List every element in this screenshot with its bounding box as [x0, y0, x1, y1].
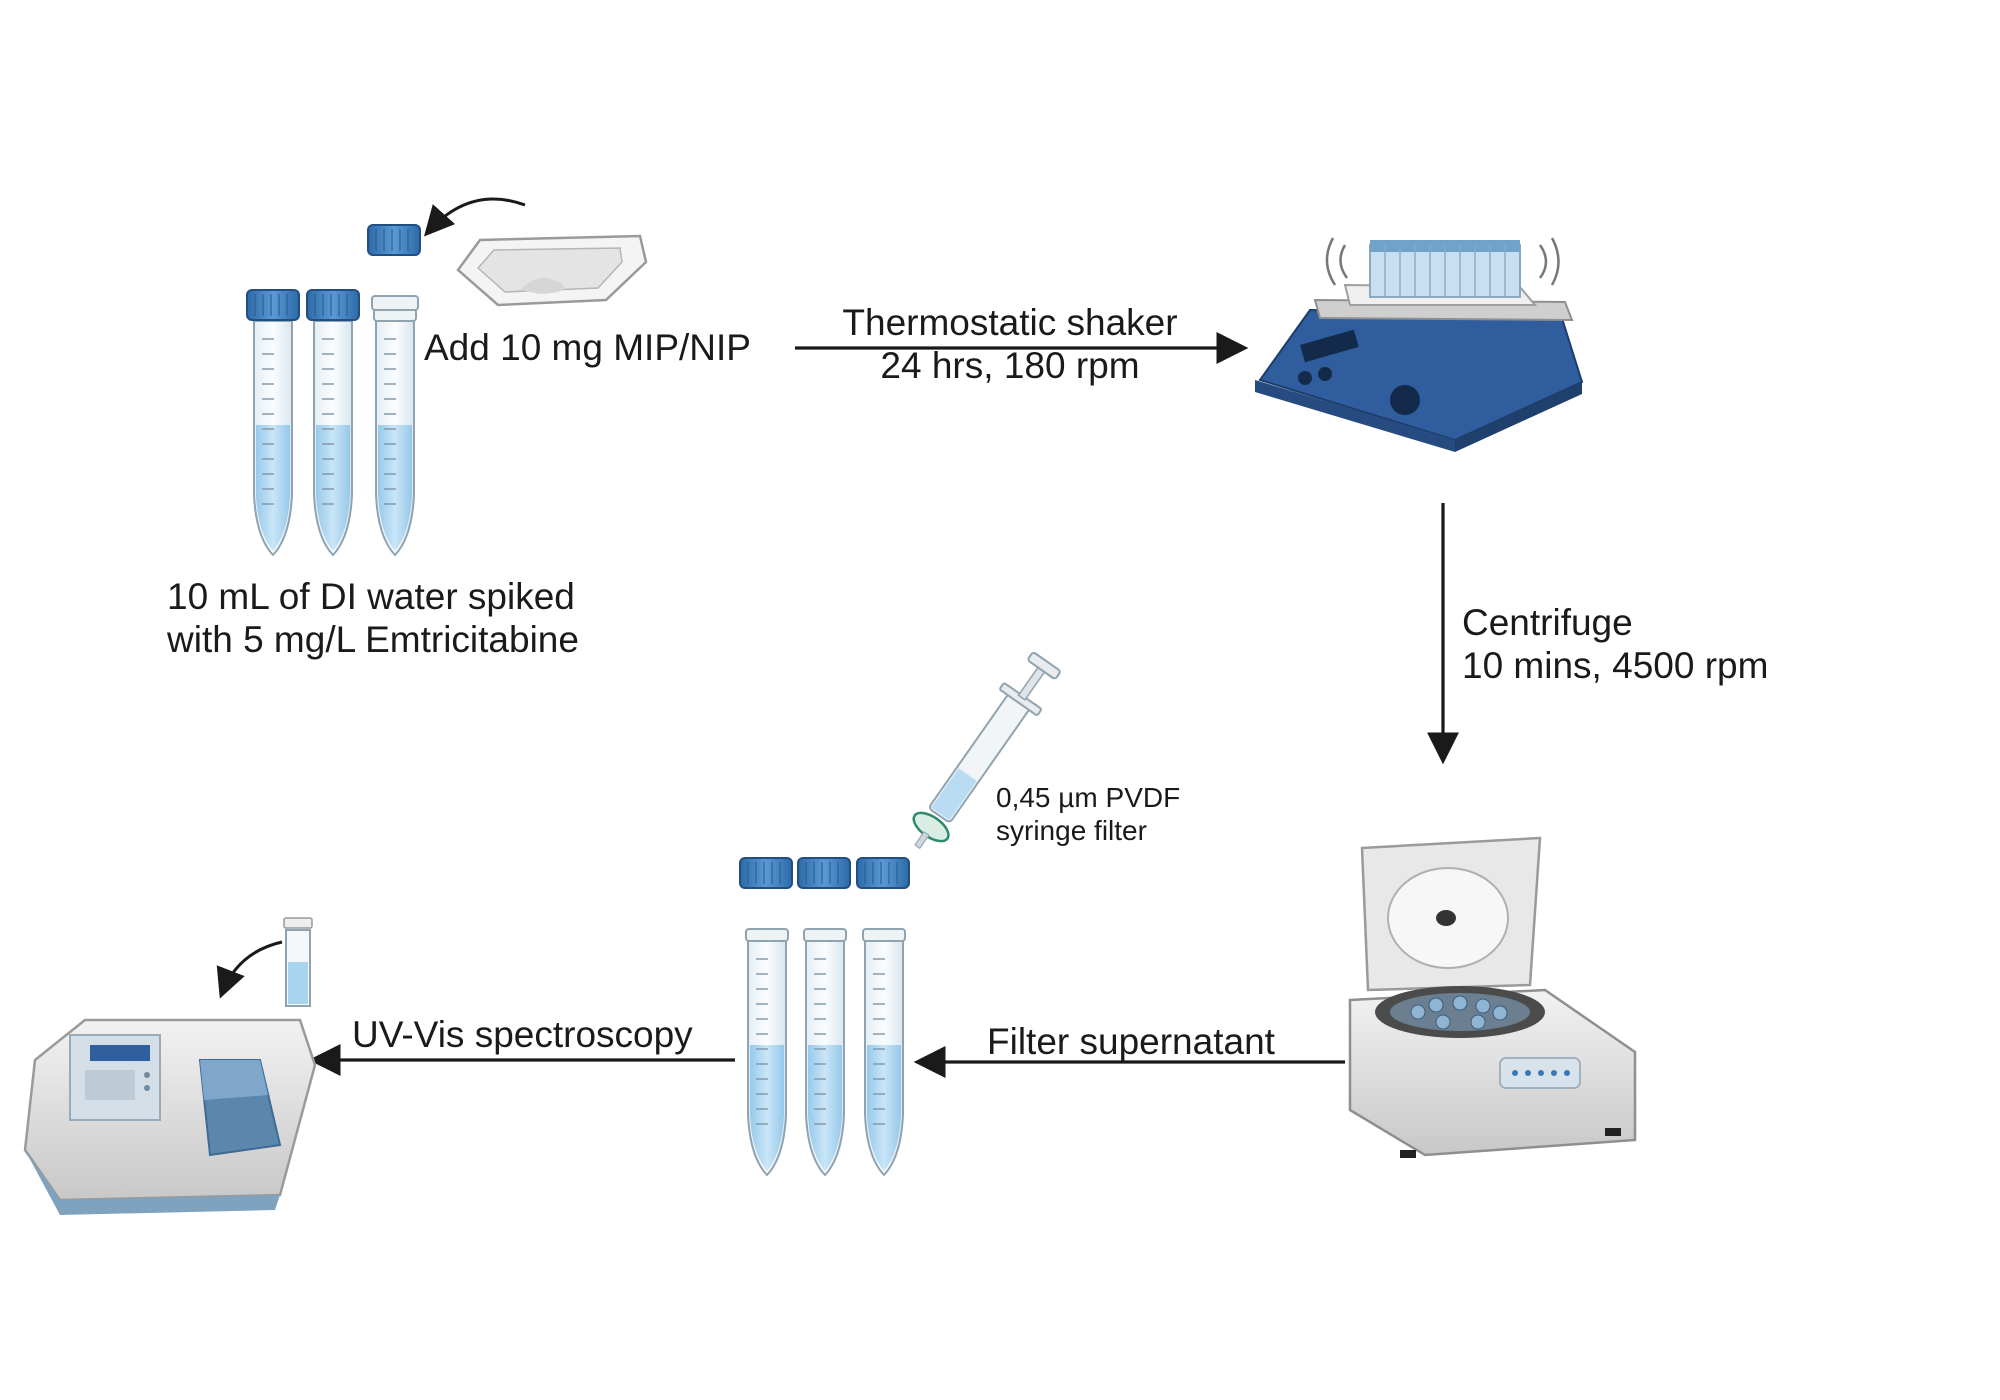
- tube-cap-icon: [246, 289, 300, 321]
- shaker-label: Thermostatic shaker 24 hrs, 180 rpm: [820, 302, 1200, 387]
- centrifuge-label: Centrifuge 10 mins, 4500 rpm: [1462, 602, 1768, 687]
- weighing-boat-icon: [456, 234, 648, 307]
- sample-description-line1: 10 mL of DI water spiked: [167, 576, 575, 617]
- filtered-tubes-group: [739, 857, 910, 1176]
- tube-cap-icon: [739, 857, 793, 889]
- syringe-filter-label: 0,45 µm PVDF syringe filter: [996, 782, 1180, 847]
- sample-description-line2: with 5 mg/L Emtricitabine: [167, 619, 579, 661]
- add-adsorbent-label: Add 10 mg MIP/NIP: [424, 327, 751, 368]
- spectrophotometer-icon: [23, 1018, 317, 1215]
- syringe-filter-icon: [912, 651, 1061, 850]
- uv-vis-label: UV-Vis spectroscopy: [352, 1014, 693, 1055]
- shaker-label-line2: 24 hrs, 180 rpm: [880, 345, 1140, 387]
- tube-cap-icon: [306, 289, 360, 321]
- filter-supernatant-label: Filter supernatant: [987, 1021, 1275, 1062]
- centrifuge-tube-icon: [745, 928, 789, 1176]
- cuvette-insert-arrow-curve: [216, 940, 283, 999]
- centrifuge-tube-icon: [862, 928, 906, 1176]
- centrifuge-tube-icon: [311, 308, 355, 556]
- syringe-filter-label-line1: 0,45 µm PVDF: [996, 782, 1181, 813]
- shaker-label-line1: Thermostatic shaker: [842, 302, 1178, 343]
- centrifuge-label-line2: 10 mins, 4500 rpm: [1462, 645, 1769, 687]
- tube-rack: [1369, 240, 1521, 298]
- orbital-shaker-icon: [1255, 237, 1584, 452]
- centrifuge-label-line1: Centrifuge: [1462, 602, 1633, 643]
- syringe-filter-label-line2: syringe filter: [996, 815, 1147, 847]
- centrifuge-icon: [1348, 836, 1637, 1158]
- cuvette-icon: [283, 917, 313, 1007]
- sample-tubes-group: [246, 224, 421, 556]
- sample-description: 10 mL of DI water spiked with 5 mg/L Emt…: [167, 576, 579, 661]
- tube-cap-icon: [797, 857, 851, 889]
- centrifuge-tube-icon: [251, 308, 295, 556]
- tube-open-rim: [371, 295, 419, 311]
- tube-cap-icon: [856, 857, 910, 889]
- transfer-arrow-curve: [424, 197, 526, 237]
- centrifuge-tube-icon: [803, 928, 847, 1176]
- centrifuge-tube-icon: [373, 308, 417, 556]
- tube-cap-icon: [367, 224, 421, 256]
